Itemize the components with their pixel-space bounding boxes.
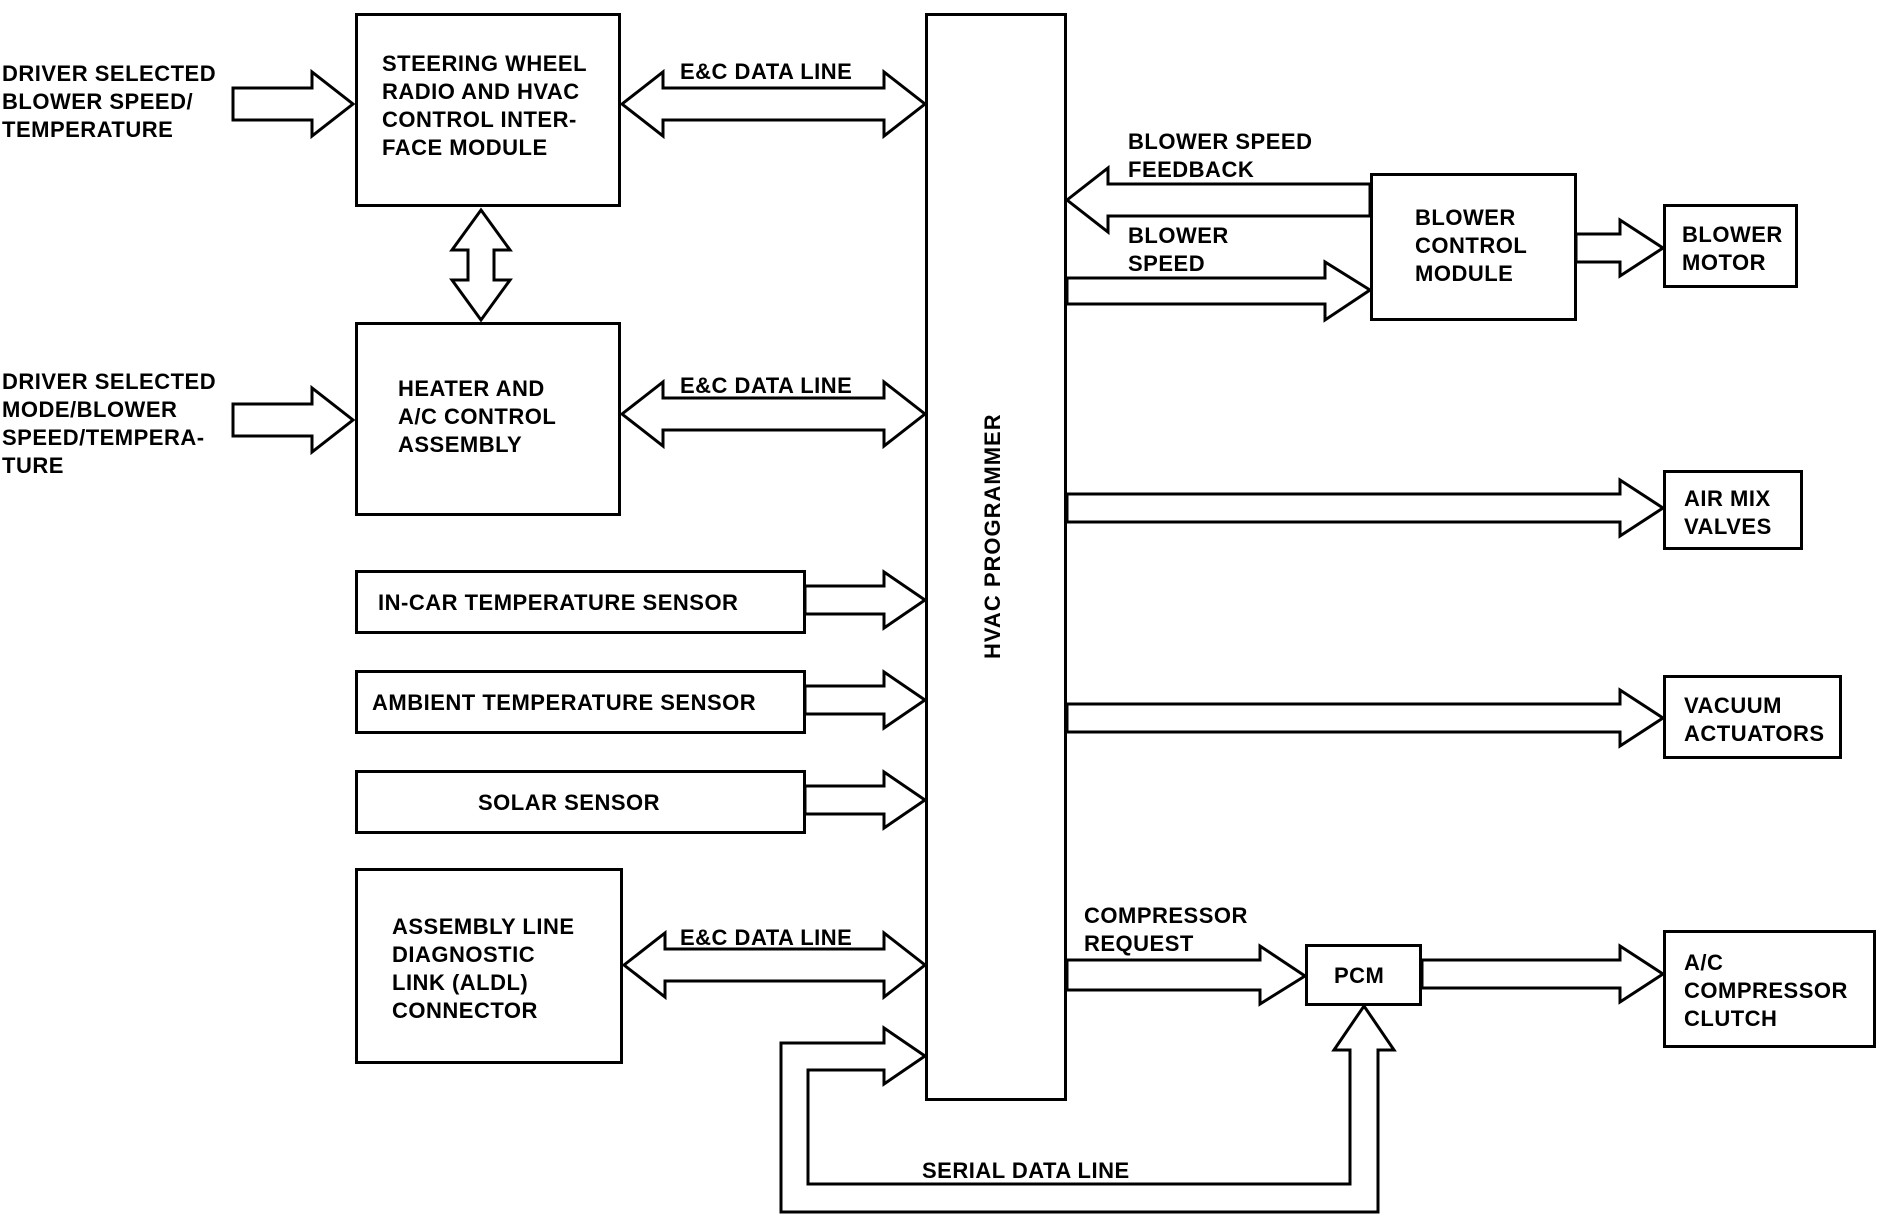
air-mix-valves-box: AIR MIX VALVES <box>1663 470 1803 550</box>
solar-sensor-box: SOLAR SENSOR <box>355 770 806 834</box>
vacuum-actuators-label: VACUUM ACTUATORS <box>1684 693 1825 746</box>
aldl-connector-label: ASSEMBLY LINE DIAGNOSTIC LINK (ALDL) CON… <box>392 914 575 1023</box>
aldl-connector-box: ASSEMBLY LINE DIAGNOSTIC LINK (ALDL) CON… <box>355 868 623 1064</box>
blower-motor-arrow <box>1574 217 1666 279</box>
hvac-programmer-label: HVAC PROGRAMMER <box>980 413 1005 659</box>
in-car-sensor-arrow <box>803 569 928 631</box>
heater-ac-control-box: HEATER AND A/C CONTROL ASSEMBLY <box>355 322 621 516</box>
in-car-temperature-sensor-label: IN-CAR TEMPERATURE SENSOR <box>378 590 739 615</box>
ac-compressor-clutch-label: A/C COMPRESSOR CLUTCH <box>1684 950 1848 1031</box>
pcm-clutch-arrow <box>1420 943 1666 1005</box>
steering-wheel-module-label: STEERING WHEEL RADIO AND HVAC CONTROL IN… <box>382 51 588 160</box>
serial-data-line-arrow <box>779 1003 1397 1214</box>
blower-motor-label: BLOWER MOTOR <box>1682 222 1783 275</box>
solar-sensor-arrow <box>803 769 928 831</box>
air-mix-valves-label: AIR MIX VALVES <box>1684 486 1772 539</box>
ambient-temperature-sensor-label: AMBIENT TEMPERATURE SENSOR <box>372 690 757 715</box>
pcm-label: PCM <box>1334 963 1385 988</box>
blower-speed-label: BLOWER SPEED <box>1128 223 1229 276</box>
serial-data-line-label: SERIAL DATA LINE <box>922 1158 1130 1183</box>
driver-selected-input-1-label: DRIVER SELECTED BLOWER SPEED/ TEMPERATUR… <box>2 61 217 142</box>
ac-compressor-clutch-box: A/C COMPRESSOR CLUTCH <box>1663 930 1876 1048</box>
ec-data-line-2-label: E&C DATA LINE <box>680 373 853 398</box>
compressor-request-arrow <box>1065 943 1308 1007</box>
ambient-sensor-arrow <box>803 669 928 731</box>
hvac-programmer-box: HVAC PROGRAMMER <box>925 13 1067 1101</box>
air-mix-arrow <box>1065 477 1666 539</box>
pcm-box: PCM <box>1305 944 1422 1006</box>
steering-wheel-module-box: STEERING WHEEL RADIO AND HVAC CONTROL IN… <box>355 13 621 207</box>
blower-control-module-box: BLOWER CONTROL MODULE <box>1370 173 1577 321</box>
ambient-temperature-sensor-box: AMBIENT TEMPERATURE SENSOR <box>355 670 806 734</box>
blower-speed-arrow <box>1065 259 1373 323</box>
blower-motor-box: BLOWER MOTOR <box>1663 204 1798 288</box>
ec-data-line-1-label: E&C DATA LINE <box>680 59 853 84</box>
driver-selected-input-2-label: DRIVER SELECTED MODE/BLOWER SPEED/TEMPER… <box>2 369 217 478</box>
blower-speed-feedback-label: BLOWER SPEED FEEDBACK <box>1128 129 1313 182</box>
blower-control-module-label: BLOWER CONTROL MODULE <box>1415 205 1528 286</box>
compressor-request-label: COMPRESSOR REQUEST <box>1084 903 1248 956</box>
module-link-double-arrow <box>449 207 513 323</box>
solar-sensor-label: SOLAR SENSOR <box>478 790 661 815</box>
vacuum-actuators-box: VACUUM ACTUATORS <box>1663 675 1842 759</box>
in-car-temperature-sensor-box: IN-CAR TEMPERATURE SENSOR <box>355 570 806 634</box>
driver-input-2-arrow <box>231 384 356 456</box>
heater-ac-control-label: HEATER AND A/C CONTROL ASSEMBLY <box>398 376 557 457</box>
driver-input-1-arrow <box>231 68 356 140</box>
ec-data-line-3-label: E&C DATA LINE <box>680 925 853 950</box>
vacuum-arrow <box>1065 687 1666 749</box>
